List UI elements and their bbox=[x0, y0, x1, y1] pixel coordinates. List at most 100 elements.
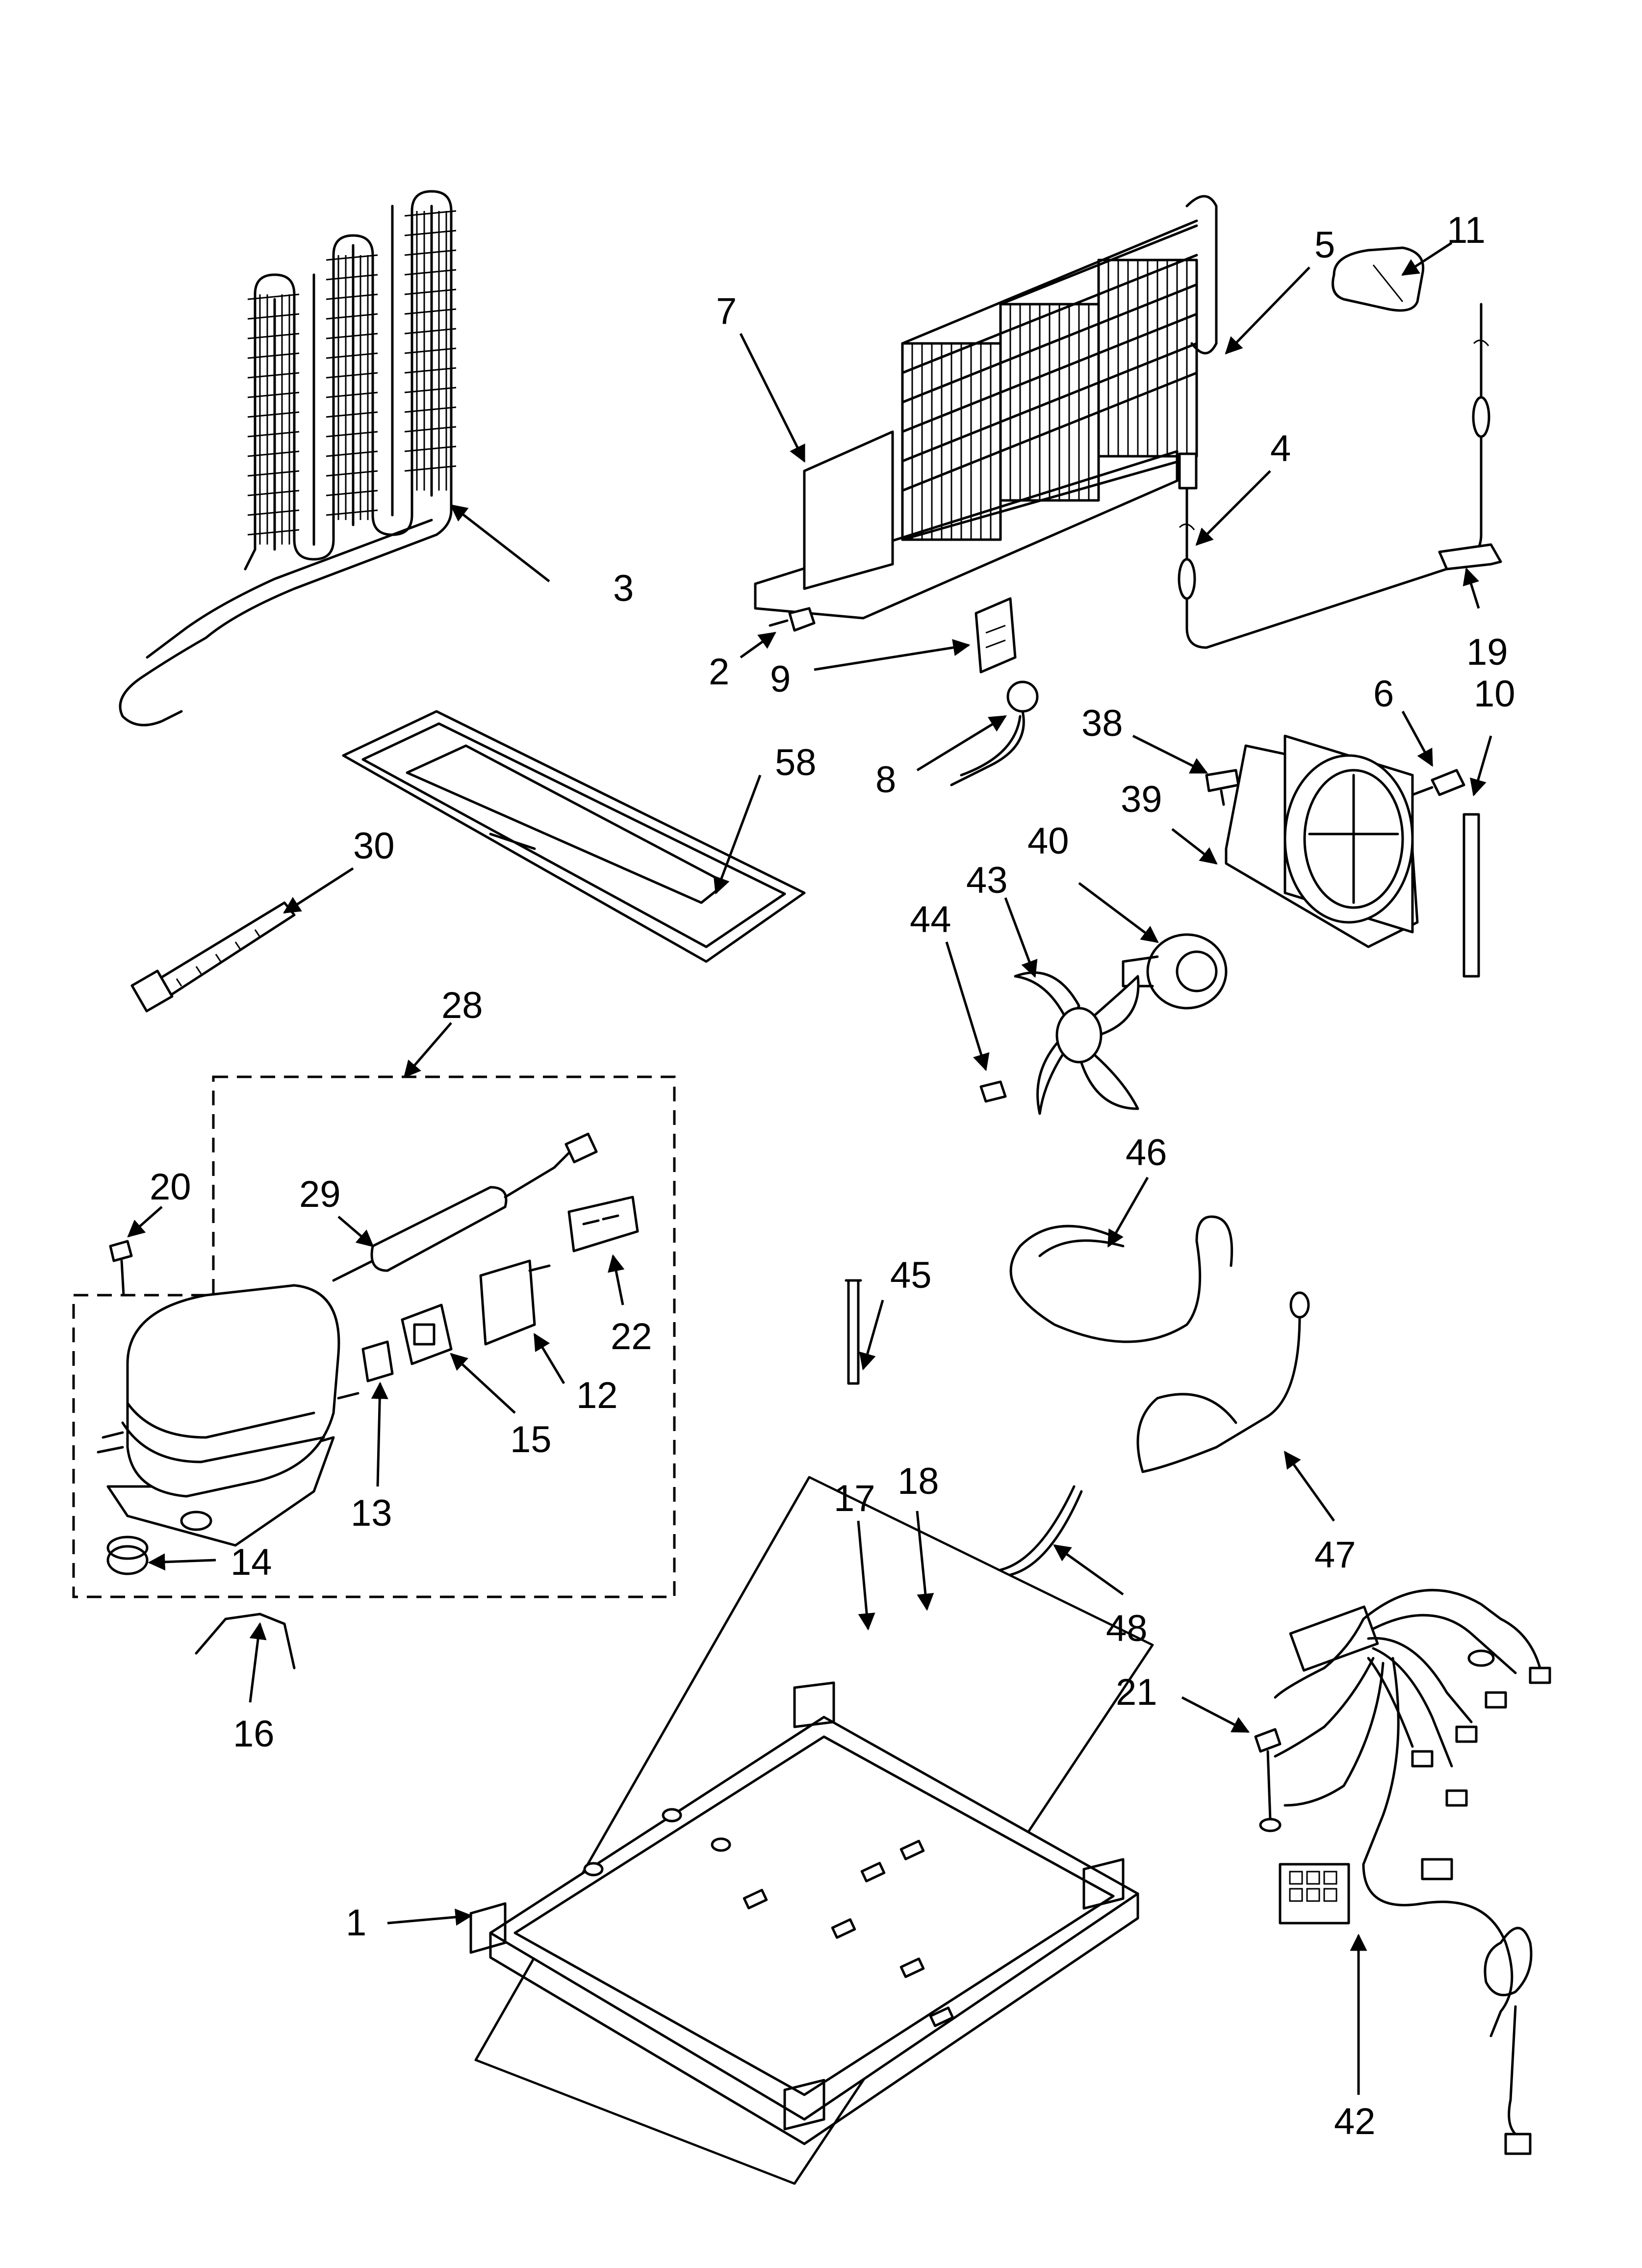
leader-2 bbox=[740, 631, 776, 659]
leader-47 bbox=[1283, 1451, 1335, 1522]
water-tube bbox=[1136, 1291, 1310, 1473]
callout-9: 9 bbox=[770, 658, 791, 700]
leader-43 bbox=[1004, 897, 1038, 978]
leader-12 bbox=[533, 1332, 565, 1384]
leader-44 bbox=[945, 941, 990, 1071]
pad bbox=[1332, 246, 1425, 312]
callout-labels: 3 7 5 11 4 2 9 19 58 30 8 38 6 10 39 40 … bbox=[150, 209, 1515, 2142]
leader-15 bbox=[450, 1353, 516, 1414]
leader-48 bbox=[1053, 1544, 1124, 1596]
screw-20 bbox=[109, 1240, 133, 1297]
callout-8: 8 bbox=[875, 759, 896, 801]
callout-28: 28 bbox=[441, 985, 483, 1026]
relay-cover bbox=[567, 1196, 639, 1252]
callout-16: 16 bbox=[233, 1713, 275, 1755]
callout-14: 14 bbox=[231, 1541, 272, 1583]
leader-17 bbox=[857, 1520, 875, 1631]
callout-47: 47 bbox=[1314, 1534, 1356, 1576]
callout-12: 12 bbox=[576, 1375, 618, 1416]
leader-40 bbox=[1078, 882, 1159, 943]
leader-13 bbox=[371, 1382, 388, 1487]
fan-motor bbox=[1122, 933, 1228, 1010]
fan-blade bbox=[1014, 971, 1140, 1115]
pin bbox=[845, 1279, 862, 1385]
leader-20 bbox=[127, 1206, 163, 1238]
condenser-coil bbox=[119, 190, 457, 727]
cable-tie bbox=[130, 901, 296, 1013]
base-frame bbox=[469, 1476, 1154, 2185]
leader-28 bbox=[403, 1022, 452, 1078]
evaporator-assembly bbox=[754, 195, 1218, 674]
drain-tube bbox=[1009, 1215, 1233, 1343]
leader-19 bbox=[1462, 567, 1480, 609]
leader-lines bbox=[127, 241, 1492, 2095]
leader-5 bbox=[1225, 266, 1310, 355]
screw-21 bbox=[1254, 1728, 1282, 1832]
wire-harness bbox=[1274, 1589, 1551, 2155]
leader-14 bbox=[148, 1553, 216, 1571]
callout-29: 29 bbox=[299, 1173, 341, 1215]
callout-2: 2 bbox=[709, 651, 729, 693]
leader-8 bbox=[916, 715, 1007, 772]
thermistor-harness bbox=[1178, 303, 1490, 649]
callout-10: 10 bbox=[1474, 673, 1515, 715]
callout-48: 48 bbox=[1106, 1608, 1148, 1649]
leader-58 bbox=[713, 775, 762, 895]
leader-18 bbox=[916, 1511, 934, 1611]
callout-46: 46 bbox=[1126, 1132, 1167, 1173]
leader-6 bbox=[1401, 710, 1434, 767]
callout-44: 44 bbox=[910, 899, 951, 940]
terminal-clip bbox=[361, 1340, 394, 1382]
leader-21 bbox=[1181, 1696, 1250, 1733]
leader-11 bbox=[1401, 241, 1453, 276]
callout-58: 58 bbox=[775, 742, 817, 783]
compressor-kit-boundary bbox=[72, 1075, 676, 1598]
defrost-probe bbox=[950, 680, 1039, 786]
callout-3: 3 bbox=[613, 568, 634, 609]
callout-19: 19 bbox=[1466, 631, 1508, 673]
leader-39 bbox=[1171, 828, 1218, 865]
leader-38 bbox=[1132, 734, 1208, 774]
leader-1 bbox=[387, 1908, 473, 1926]
screw-38 bbox=[1205, 769, 1240, 806]
screw bbox=[769, 607, 816, 632]
leader-9 bbox=[814, 639, 971, 671]
leader-3 bbox=[450, 504, 550, 582]
callout-45: 45 bbox=[890, 1254, 932, 1296]
drain-pan bbox=[342, 710, 806, 963]
compressor bbox=[97, 1284, 359, 1547]
leader-22 bbox=[608, 1254, 625, 1305]
callout-21: 21 bbox=[1116, 1671, 1157, 1713]
wire-clip bbox=[1438, 543, 1502, 571]
mounting-clip bbox=[975, 597, 1017, 674]
callout-40: 40 bbox=[1027, 820, 1069, 862]
callout-11: 11 bbox=[1447, 209, 1486, 251]
leader-16 bbox=[249, 1622, 267, 1703]
callout-6: 6 bbox=[1373, 673, 1394, 715]
callout-22: 22 bbox=[611, 1316, 652, 1357]
callout-38: 38 bbox=[1081, 703, 1123, 744]
leader-45 bbox=[859, 1300, 884, 1371]
wire-clip-16 bbox=[195, 1613, 296, 1669]
drier bbox=[332, 1132, 598, 1282]
callout-20: 20 bbox=[150, 1166, 191, 1208]
fan-clip bbox=[979, 1080, 1007, 1103]
leader-30 bbox=[283, 867, 354, 914]
leader-4 bbox=[1195, 470, 1271, 546]
shroud-strip bbox=[1462, 813, 1480, 978]
relay bbox=[479, 1259, 551, 1346]
leader-10 bbox=[1470, 735, 1492, 797]
callout-5: 5 bbox=[1314, 224, 1335, 266]
fan-shroud bbox=[1225, 734, 1419, 948]
overload bbox=[401, 1303, 453, 1365]
callout-13: 13 bbox=[351, 1492, 392, 1534]
callout-42: 42 bbox=[1334, 2101, 1376, 2142]
leader-29 bbox=[337, 1216, 374, 1248]
leader-46 bbox=[1107, 1176, 1149, 1248]
callout-30: 30 bbox=[353, 825, 395, 867]
callout-7: 7 bbox=[716, 290, 737, 332]
callout-18: 18 bbox=[898, 1460, 939, 1502]
leader-7 bbox=[739, 333, 806, 463]
